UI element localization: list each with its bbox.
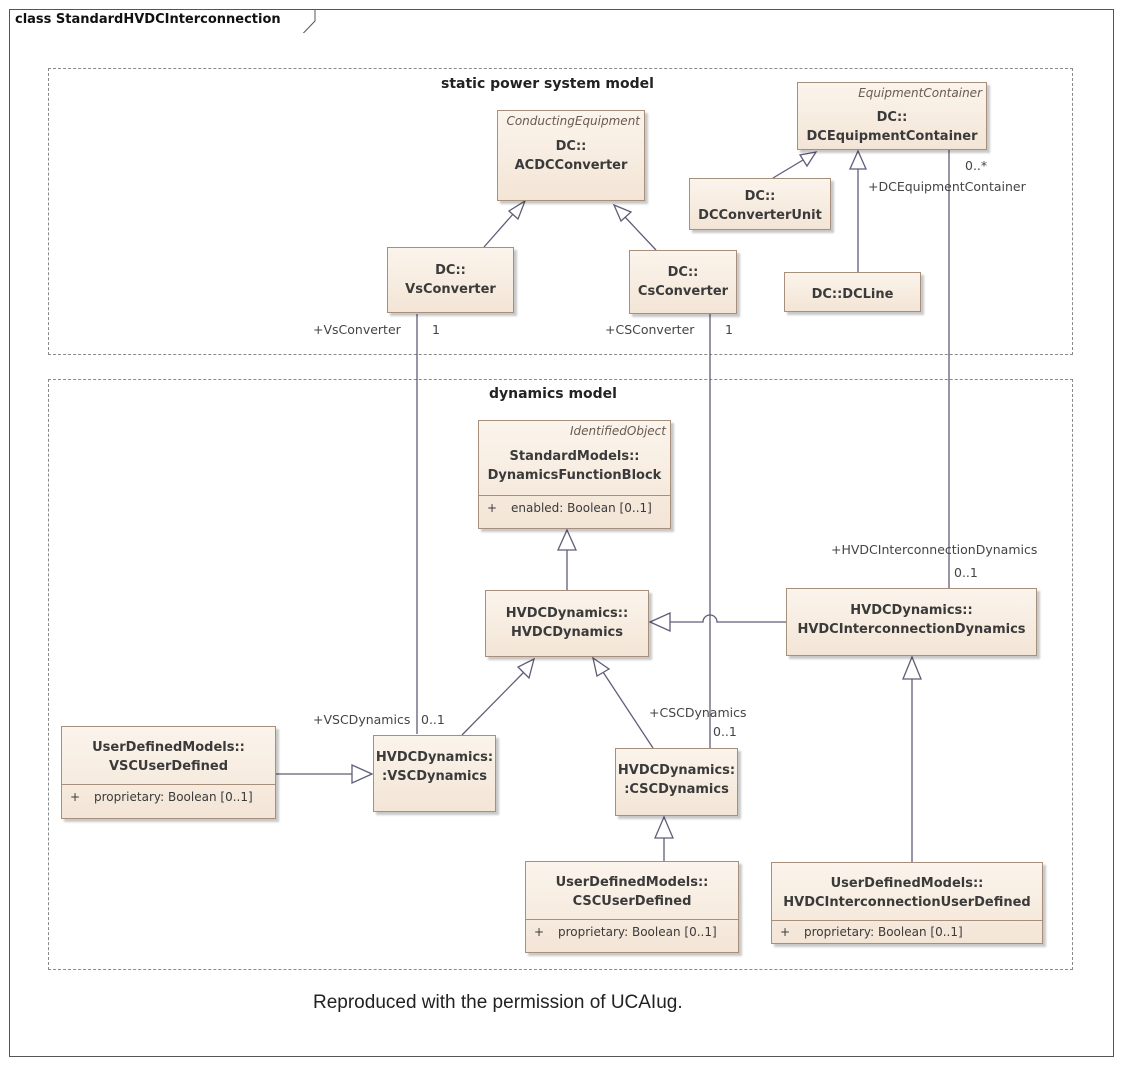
role-cscdynamics: +CSCDynamics	[649, 705, 747, 720]
role-csconverter: +CSConverter	[605, 322, 695, 337]
class-hvdcinterconnectiondynamics[interactable]: HVDCDynamics:: HVDCInterconnectionDynami…	[786, 588, 1037, 656]
mult-vscdynamics: 0..1	[421, 712, 445, 727]
class-name-package: UserDefinedModels::	[555, 875, 709, 890]
role-vsconverter: +VsConverter	[313, 322, 401, 337]
gen-vsconverter-acdc	[483, 212, 515, 248]
gen-csconverter-acdc	[624, 216, 657, 251]
class-hvdcinterconnectionuserdefined[interactable]: UserDefinedModels:: HVDCInterconnectionU…	[771, 862, 1043, 944]
mult-csconverter: 1	[725, 322, 733, 337]
class-acdcconverter[interactable]: ConductingEquipment DC:: ACDCConverter	[497, 110, 645, 201]
frame-tab	[9, 9, 316, 33]
class-hvdcdynamics[interactable]: HVDCDynamics:: HVDCDynamics	[485, 590, 649, 657]
attribute-compartment: + enabled: Boolean [0..1]	[479, 495, 670, 530]
class-dcequipmentcontainer[interactable]: EquipmentContainer DC:: DCEquipmentConta…	[797, 82, 987, 150]
class-name-package: DC::	[744, 189, 776, 204]
gen-arrowhead-hvdcicud-hvdcic	[902, 655, 922, 680]
class-name: CsConverter	[637, 284, 729, 299]
class-name-package: DC::	[555, 139, 587, 154]
permission-caption: Reproduced with the permission of UCAIug…	[313, 992, 683, 1013]
class-name-package: DC::	[435, 263, 466, 278]
class-cscuserdefined[interactable]: UserDefinedModels:: CSCUserDefined + pro…	[525, 861, 739, 953]
diagram-frame	[9, 9, 1114, 1057]
gen-arrowhead-cscdyn-hvdc	[592, 656, 611, 678]
class-name-package: HVDCDynamics:	[617, 763, 736, 778]
gen-arrowhead-dccu-dceq	[798, 151, 818, 168]
attribute-compartment: + proprietary: Boolean [0..1]	[62, 784, 275, 820]
package-dynamics-model[interactable]	[48, 379, 1073, 970]
role-dcequipmentcontainer: +DCEquipmentContainer	[868, 179, 1026, 194]
role-hvdcinterconnectiondynamics: +HVDCInterconnectionDynamics	[831, 542, 1038, 557]
class-dcline[interactable]: DC::DCLine	[784, 272, 921, 312]
class-vscuserdefined[interactable]: UserDefinedModels:: VSCUserDefined + pro…	[61, 726, 276, 819]
class-name: DynamicsFunctionBlock	[487, 468, 662, 483]
package-title-static: static power system model	[441, 76, 654, 92]
class-name-package: DC::	[876, 110, 908, 125]
attribute-compartment: + proprietary: Boolean [0..1]	[772, 920, 1042, 945]
gen-arrowhead-vscud-vscdyn	[351, 763, 374, 785]
class-name: HVDCInterconnectionDynamics	[797, 622, 1026, 637]
frame-title: class StandardHVDCInterconnection	[15, 12, 281, 27]
attribute-proprietary: proprietary: Boolean [0..1]	[558, 925, 717, 939]
attribute-enabled: enabled: Boolean [0..1]	[511, 501, 652, 515]
class-name-package: DC::	[667, 265, 699, 280]
class-name: HVDCInterconnectionUserDefined	[783, 895, 1031, 910]
class-name: HVDCDynamics	[510, 625, 623, 640]
class-vsconverter[interactable]: DC:: VsConverter	[387, 247, 514, 313]
attribute-visibility: +	[70, 790, 81, 804]
attribute-visibility: +	[534, 925, 545, 939]
class-name-package: UserDefinedModels::	[92, 740, 245, 755]
attribute-proprietary: proprietary: Boolean [0..1]	[804, 925, 963, 939]
stereotype-label: IdentifiedObject	[569, 424, 666, 438]
gen-arrowhead-csconverter-acdc	[612, 203, 633, 223]
class-name-package: HVDCDynamics:	[375, 750, 494, 765]
mult-hvdcinterconnectiondynamics: 0..1	[954, 565, 978, 580]
gen-arrowhead-hvdcic-hvdc	[648, 611, 671, 633]
gen-arrowhead-vsconverter-acdc	[507, 199, 527, 221]
attribute-visibility: +	[780, 925, 791, 939]
package-title-dynamics: dynamics model	[489, 386, 617, 402]
class-name-package: HVDCDynamics::	[505, 606, 629, 621]
class-cscdynamics[interactable]: HVDCDynamics: :CSCDynamics	[615, 748, 738, 816]
class-dynamicsfunctionblock[interactable]: IdentifiedObject StandardModels:: Dynami…	[478, 420, 671, 529]
gen-dccu-dceq	[772, 159, 804, 179]
gen-vscdyn-hvdc	[461, 671, 525, 736]
stereotype-label: EquipmentContainer	[858, 86, 982, 100]
attribute-proprietary: proprietary: Boolean [0..1]	[94, 790, 253, 804]
class-dcconverterunit[interactable]: DC:: DCConverterUnit	[689, 178, 831, 230]
class-name-package: StandardModels::	[509, 449, 640, 464]
class-name: VSCUserDefined	[108, 759, 229, 774]
gen-arrowhead-hvdc-dfb	[556, 528, 578, 551]
attribute-visibility: +	[487, 501, 498, 515]
class-name: :VSCDynamics	[382, 769, 487, 784]
class-name-package: HVDCDynamics::	[850, 603, 973, 618]
role-vscdynamics: +VSCDynamics	[313, 712, 411, 727]
gen-arrowhead-cscud-cscdyn	[654, 815, 674, 839]
class-name: CSCUserDefined	[572, 894, 692, 909]
stereotype-label: ConductingEquipment	[506, 114, 640, 128]
class-name: DCEquipmentContainer	[806, 129, 978, 144]
mult-dcequipmentcontainer: 0..*	[965, 158, 988, 173]
class-name: :CSCDynamics	[624, 782, 729, 797]
class-name: VsConverter	[405, 282, 496, 297]
class-vscdynamics[interactable]: HVDCDynamics: :VSCDynamics	[373, 735, 496, 812]
package-static-power-system-model[interactable]	[48, 68, 1073, 355]
gen-cscdyn-hvdc	[602, 671, 654, 749]
mult-vsconverter: 1	[432, 322, 440, 337]
class-csconverter[interactable]: DC:: CsConverter	[629, 250, 737, 314]
class-name: DC::DCLine	[811, 287, 894, 302]
gen-hvdcic-hvdc	[669, 614, 786, 623]
gen-arrowhead-vscdyn-hvdc	[516, 657, 535, 680]
gen-arrowhead-dcline-dceq	[848, 149, 868, 170]
class-name: ACDCConverter	[514, 158, 628, 173]
class-name-package: UserDefinedModels::	[830, 876, 984, 891]
attribute-compartment: + proprietary: Boolean [0..1]	[526, 919, 738, 954]
mult-cscdynamics: 0..1	[713, 724, 737, 739]
class-name: DCConverterUnit	[698, 208, 822, 223]
